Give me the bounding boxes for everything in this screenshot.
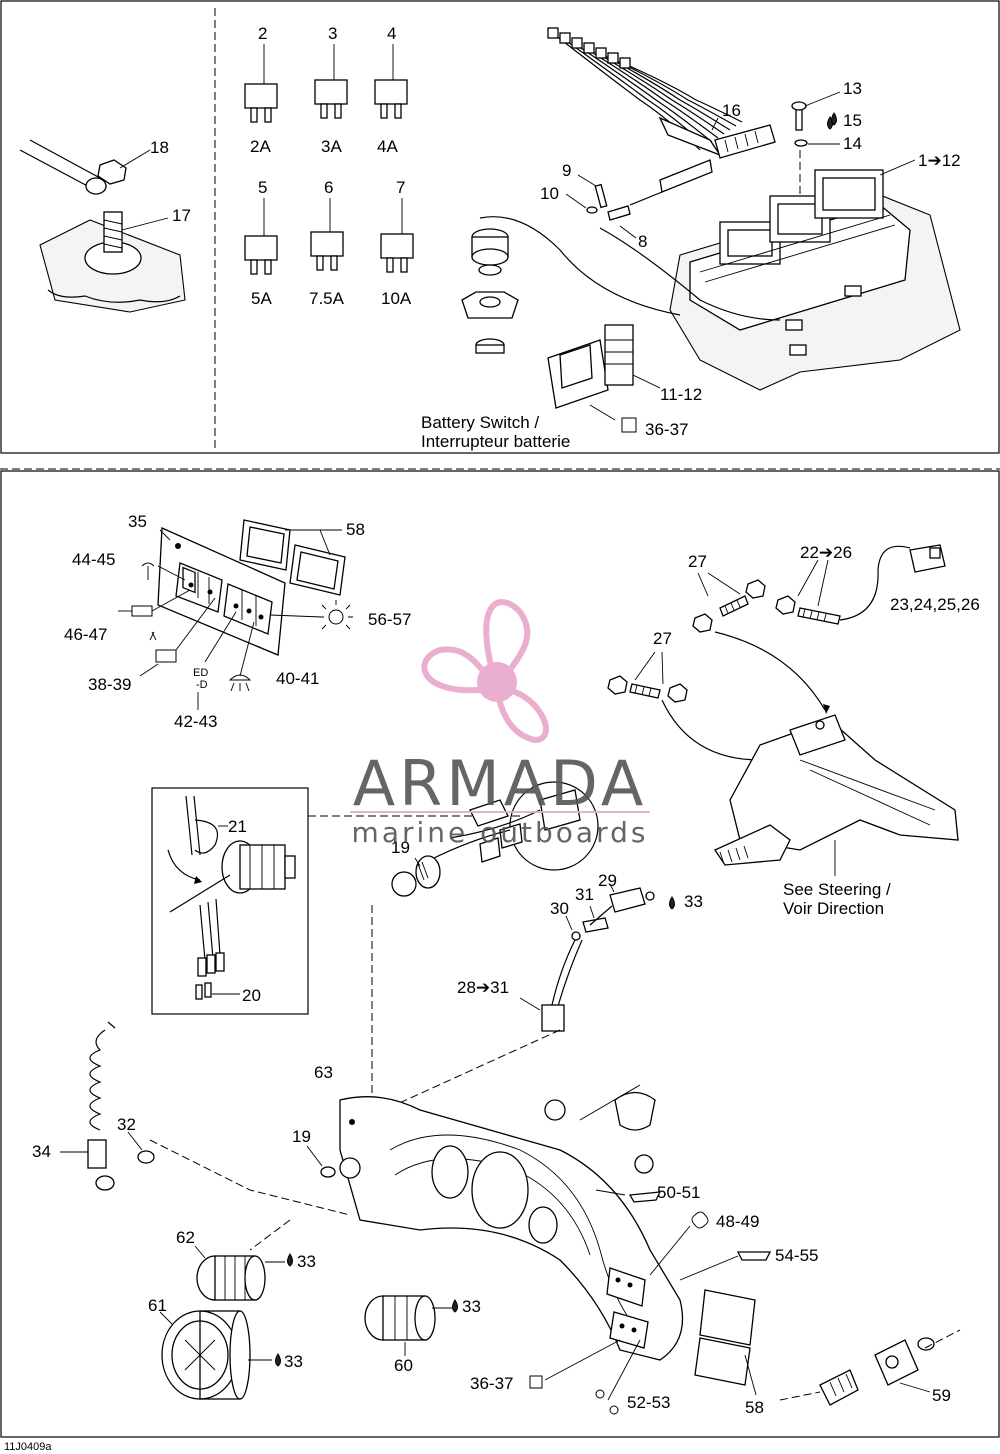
fuse-rating-5a: 5A: [251, 289, 272, 308]
label-48-49: 48-49: [716, 1212, 759, 1231]
connector-assembly: [519, 883, 675, 1032]
label-56-57: 56-57: [368, 610, 411, 629]
label-10: 10: [540, 184, 559, 203]
label-8: 8: [638, 232, 647, 251]
fuse-set: [244, 44, 414, 275]
ignition-detail: [151, 781, 599, 1015]
top-panel-frame: [0, 0, 1000, 454]
label-36-37-bottom: 36-37: [470, 1374, 513, 1393]
label-52-53: 52-53: [627, 1393, 670, 1412]
label-61: 61: [148, 1296, 167, 1315]
label-7: 7: [396, 178, 405, 197]
label-18: 18: [150, 138, 169, 157]
see-steering-fr: Voir Direction: [783, 899, 884, 918]
label-44-45: 44-45: [72, 550, 115, 569]
label-58-bottom: 58: [745, 1398, 764, 1417]
label-27-top: 27: [688, 552, 707, 571]
label-32: 32: [117, 1115, 136, 1134]
label-21: 21: [228, 817, 247, 836]
label-60: 60: [394, 1356, 413, 1375]
label-1-12: 1➔12: [918, 151, 961, 170]
battery-switch-label-en: Battery Switch /: [421, 413, 539, 432]
see-steering-en: See Steering /: [783, 880, 891, 899]
bottom-panel-frame: [0, 470, 1000, 1438]
label-9: 9: [562, 161, 571, 180]
label-33-gauge60: 33: [462, 1297, 481, 1316]
switch-panel-assembly: ED -D: [118, 519, 353, 710]
label-33-gauge61: 33: [284, 1352, 303, 1371]
label-54-55: 54-55: [775, 1246, 818, 1265]
label-14: 14: [843, 134, 862, 153]
label-50-51: 50-51: [657, 1183, 700, 1202]
dash-console-assembly: [60, 905, 961, 1415]
label-2: 2: [258, 24, 267, 43]
pictogram-text-2: -D: [196, 679, 208, 691]
watermark-brand: ARMADA: [353, 747, 647, 820]
label-33-gauge62: 33: [297, 1252, 316, 1271]
label-15: 15: [843, 111, 862, 130]
fuse-rating-7-5a: 7.5A: [309, 289, 345, 308]
label-34: 34: [32, 1142, 51, 1161]
steering-sensor-assembly: [607, 544, 959, 876]
label-42-43: 42-43: [174, 712, 217, 731]
cable-stud-assembly: [19, 139, 186, 313]
label-29: 29: [598, 871, 617, 890]
watermark-tagline: marine outboards: [352, 816, 649, 849]
label-30: 30: [550, 899, 569, 918]
label-28-31: 28➔31: [457, 978, 509, 997]
label-6: 6: [324, 178, 333, 197]
label-20: 20: [242, 986, 261, 1005]
diagram-id: 11J0409a: [4, 1441, 52, 1453]
label-19-upper: 19: [391, 838, 410, 857]
fuse-rating-2a: 2A: [250, 137, 271, 156]
label-19-lower: 19: [292, 1127, 311, 1146]
propeller-logo-icon: [421, 599, 549, 744]
fuse-rating-10a: 10A: [381, 289, 412, 308]
label-58-top: 58: [346, 520, 365, 539]
label-38-39: 38-39: [88, 675, 131, 694]
label-11-12: 11-12: [660, 385, 702, 404]
label-23-26: 23,24,25,26: [890, 595, 980, 614]
label-5: 5: [258, 178, 267, 197]
label-16: 16: [722, 101, 741, 120]
label-36-37-top: 36-37: [645, 420, 688, 439]
pictogram-text: ED: [193, 667, 208, 679]
label-22-26: 22➔26: [800, 543, 852, 562]
label-62: 62: [176, 1228, 195, 1247]
label-27-lower: 27: [653, 629, 672, 648]
label-35: 35: [128, 512, 147, 531]
fuse-rating-4a: 4A: [377, 137, 398, 156]
label-3: 3: [328, 24, 337, 43]
watermark: ARMADA marine outboards: [350, 599, 650, 849]
label-63: 63: [314, 1063, 333, 1082]
label-4: 4: [387, 24, 396, 43]
label-31: 31: [575, 885, 594, 904]
battery-switch-label-fr: Interrupteur batterie: [421, 432, 570, 451]
fuse-box-assembly: [461, 27, 961, 433]
label-17: 17: [172, 206, 191, 225]
fuse-rating-3a: 3A: [321, 137, 342, 156]
label-13: 13: [843, 79, 862, 98]
label-40-41: 40-41: [276, 669, 319, 688]
label-33-connector: 33: [684, 892, 703, 911]
oil-drop-icon: [831, 112, 837, 126]
label-59: 59: [932, 1386, 951, 1405]
label-46-47: 46-47: [64, 625, 107, 644]
